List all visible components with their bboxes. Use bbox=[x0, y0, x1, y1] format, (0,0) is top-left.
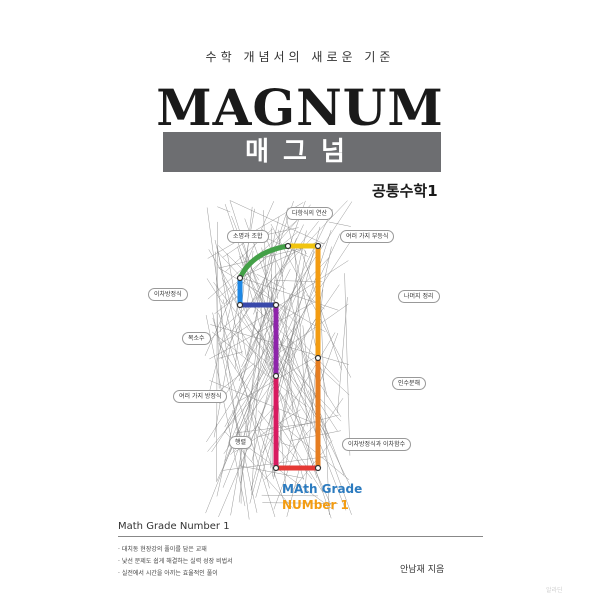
topic-tag: 다항식의 연산 bbox=[286, 207, 334, 220]
logo-line-1: MAth Grade bbox=[282, 482, 363, 496]
topic-tag: 소명과 조합 bbox=[227, 230, 269, 243]
watermark: 알라딘 bbox=[546, 587, 563, 594]
series-name: Math Grade Number 1 bbox=[118, 521, 230, 532]
tagline: 수학 개념서의 새로운 기준 bbox=[205, 50, 395, 64]
book-title: MAGNUM bbox=[156, 78, 444, 137]
subject-title: 공통수학1 bbox=[372, 182, 438, 200]
outline-nodes bbox=[236, 242, 322, 472]
feature-item: 실전에서 시간을 아끼는 효율적인 풀이 bbox=[118, 568, 233, 580]
topic-tag: 나머지 정리 bbox=[398, 290, 440, 303]
feature-item: 대치동 현장강의 풀이를 담은 교재 bbox=[118, 544, 233, 556]
topic-tag: 이차방정식 bbox=[148, 288, 188, 301]
topic-tag: 행렬 bbox=[229, 436, 253, 449]
author: 안남재 지음 bbox=[400, 565, 445, 575]
topic-tag: 복소수 bbox=[182, 332, 211, 345]
divider bbox=[118, 536, 483, 537]
logo-line-2: NUMber 1 bbox=[282, 498, 349, 512]
topic-tag: 여러 가지 방정식 bbox=[173, 390, 228, 403]
topic-tag: 여러 가지 부등식 bbox=[340, 230, 395, 243]
korean-title-banner: 매그넘 bbox=[163, 132, 441, 172]
topic-tag: 인수분해 bbox=[392, 377, 427, 390]
topic-tag: 이차방정식과 이차함수 bbox=[342, 438, 412, 451]
feature-item: 낯선 문제도 쉽게 해결하는 실력 성장 비법서 bbox=[118, 556, 233, 568]
feature-list: 대치동 현장강의 풀이를 담은 교재 낯선 문제도 쉽게 해결하는 실력 성장 … bbox=[118, 544, 233, 580]
scribble-lines bbox=[204, 200, 354, 520]
number-one-outline bbox=[237, 243, 321, 471]
